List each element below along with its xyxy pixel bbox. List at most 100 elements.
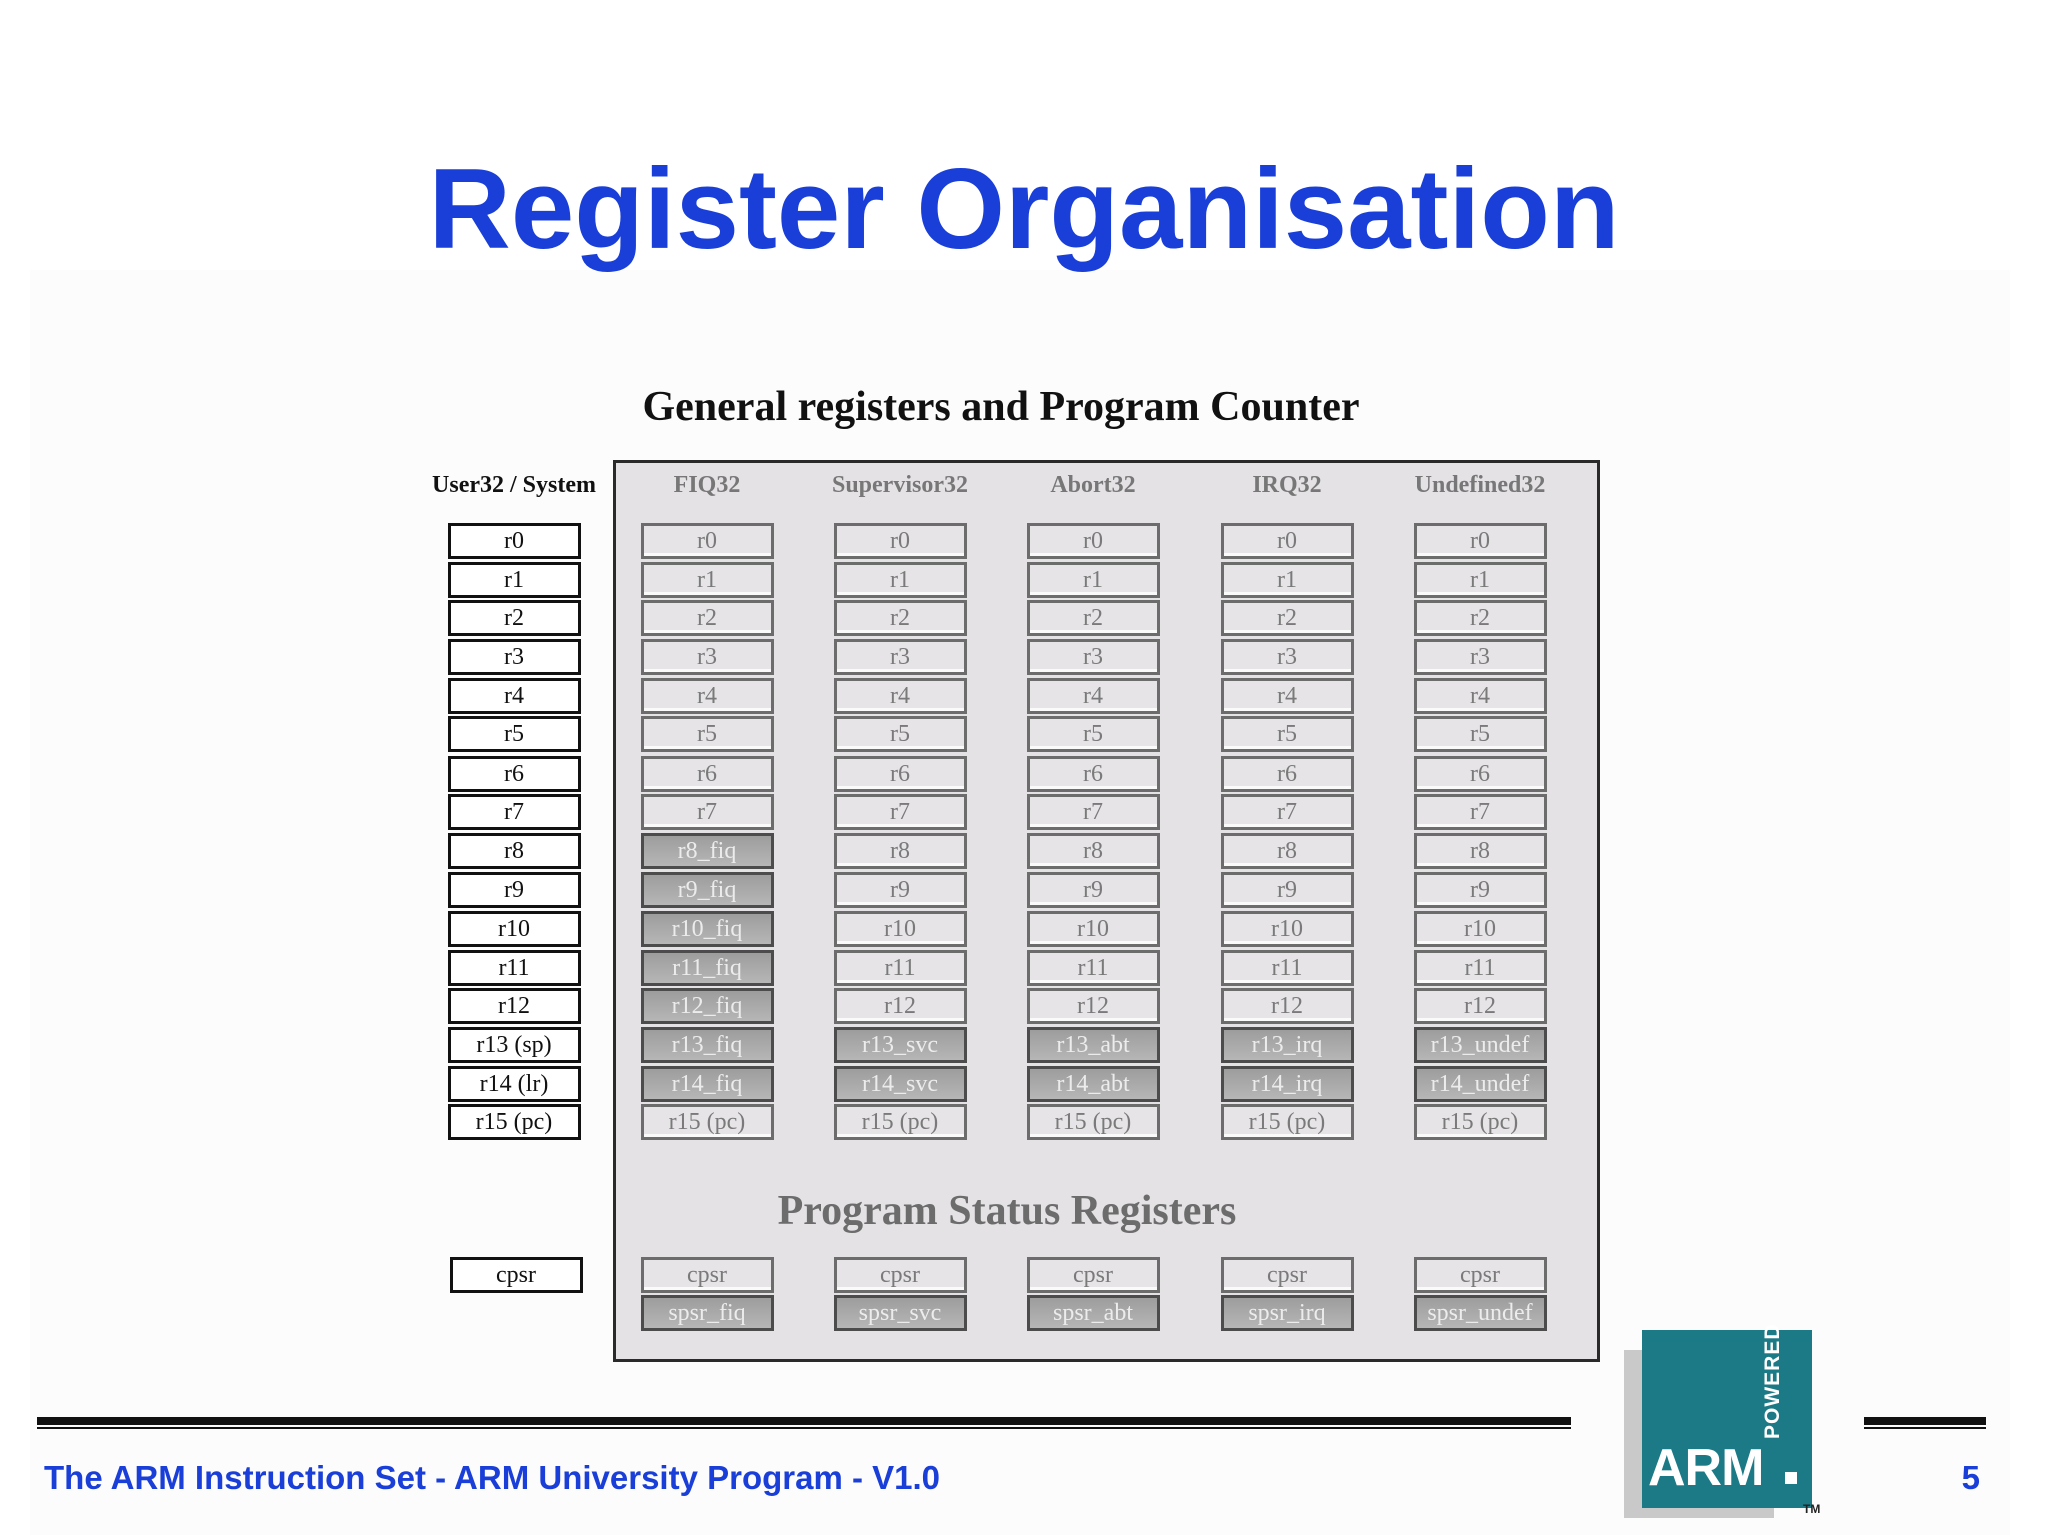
register: r6 [1220, 756, 1354, 792]
register: r2 [447, 600, 581, 636]
register: r7 [1220, 794, 1354, 830]
spsr-register: spsr_irq [1220, 1295, 1354, 1331]
register: r15 (pc) [1026, 1104, 1160, 1140]
register: r5 [1220, 716, 1354, 752]
register: r1 [447, 562, 581, 598]
register: r2 [1413, 600, 1547, 636]
register: r2 [1026, 600, 1160, 636]
register: r1 [640, 562, 774, 598]
banked-register: r9_fiq [640, 872, 774, 908]
diagram-subtitle: General registers and Program Counter [642, 384, 1360, 430]
spsr-register: spsr_fiq [640, 1295, 774, 1331]
register: r15 (pc) [1413, 1104, 1547, 1140]
mode-header: Supervisor32 [831, 472, 968, 498]
register: r3 [1026, 639, 1160, 675]
register: r9 [1413, 872, 1547, 908]
register: r4 [1220, 678, 1354, 714]
register: r0 [1413, 523, 1547, 559]
register: r4 [1026, 678, 1160, 714]
register: r10 [447, 911, 581, 947]
register: r15 (pc) [833, 1104, 967, 1140]
register: r11 [447, 950, 581, 986]
register: r7 [833, 794, 967, 830]
register: r3 [640, 639, 774, 675]
mode-header: Abort32 [1050, 472, 1136, 498]
register: r12 [447, 988, 581, 1024]
register: r11 [1026, 950, 1160, 986]
mode-header: User32 / System [432, 472, 596, 498]
register: r6 [640, 756, 774, 792]
register: r6 [1026, 756, 1160, 792]
register: r8 [833, 833, 967, 869]
register: r11 [833, 950, 967, 986]
banked-register: r13_svc [833, 1027, 967, 1063]
register: r10 [1220, 911, 1354, 947]
banked-register: r11_fiq [640, 950, 774, 986]
logo-brand-text: ARM [1648, 1439, 1764, 1497]
register: r12 [1220, 988, 1354, 1024]
cpsr-register: cpsr [1413, 1257, 1547, 1293]
register: r9 [1220, 872, 1354, 908]
register: r10 [1026, 911, 1160, 947]
register: r5 [447, 716, 581, 752]
logo-powered-text: POWERED [1761, 1323, 1784, 1439]
banked-register: r13_fiq [640, 1027, 774, 1063]
register: r0 [1026, 523, 1160, 559]
cpsr-register: cpsr [1026, 1257, 1160, 1293]
register: r8 [1220, 833, 1354, 869]
spsr-register: spsr_undef [1413, 1295, 1547, 1331]
register: r12 [833, 988, 967, 1024]
register: r12 [1413, 988, 1547, 1024]
banked-register: r13_abt [1026, 1027, 1160, 1063]
cpsr-register: cpsr [640, 1257, 774, 1293]
register: r1 [1026, 562, 1160, 598]
spsr-register: spsr_svc [833, 1295, 967, 1331]
register: r1 [1220, 562, 1354, 598]
register: r8 [447, 833, 581, 869]
register: r7 [447, 794, 581, 830]
cpsr-register: cpsr [449, 1257, 583, 1293]
arm-powered-logo: POWERED ARM TM [1620, 1323, 1820, 1520]
register: r2 [833, 600, 967, 636]
register: r10 [833, 911, 967, 947]
banked-register: r14_fiq [640, 1066, 774, 1102]
mode-header: Undefined32 [1414, 472, 1546, 498]
register: r1 [1413, 562, 1547, 598]
banked-register: r14_abt [1026, 1066, 1160, 1102]
register: r13 (sp) [447, 1027, 581, 1063]
footer-text: The ARM Instruction Set - ARM University… [44, 1459, 941, 1496]
register: r0 [833, 523, 967, 559]
register: r7 [1026, 794, 1160, 830]
mode-header: IRQ32 [1252, 472, 1322, 498]
register: r9 [1026, 872, 1160, 908]
register: r5 [640, 716, 774, 752]
register: r4 [447, 678, 581, 714]
register: r0 [1220, 523, 1354, 559]
register: r0 [447, 523, 581, 559]
banked-register: r10_fiq [640, 911, 774, 947]
banked-register: r8_fiq [640, 833, 774, 869]
psr-section-title: Program Status Registers [777, 1188, 1237, 1234]
register: r3 [833, 639, 967, 675]
register: r0 [640, 523, 774, 559]
register: r15 (pc) [1220, 1104, 1354, 1140]
register: r9 [447, 872, 581, 908]
register: r1 [833, 562, 967, 598]
mode-header: FIQ32 [673, 472, 741, 498]
banked-register: r14_irq [1220, 1066, 1354, 1102]
register: r4 [1413, 678, 1547, 714]
banked-register: r13_irq [1220, 1027, 1354, 1063]
spsr-register: spsr_abt [1026, 1295, 1160, 1331]
register: r11 [1413, 950, 1547, 986]
slide-title: Register Organisation [428, 146, 1620, 273]
register: r7 [640, 794, 774, 830]
register: r5 [833, 716, 967, 752]
register: r15 (pc) [447, 1104, 581, 1140]
banked-register: r13_undef [1413, 1027, 1547, 1063]
footer-rule-left [37, 1417, 1571, 1429]
register: r11 [1220, 950, 1354, 986]
register: r2 [1220, 600, 1354, 636]
register: r6 [833, 756, 967, 792]
register: r3 [1220, 639, 1354, 675]
page-number: 5 [1961, 1459, 1980, 1496]
